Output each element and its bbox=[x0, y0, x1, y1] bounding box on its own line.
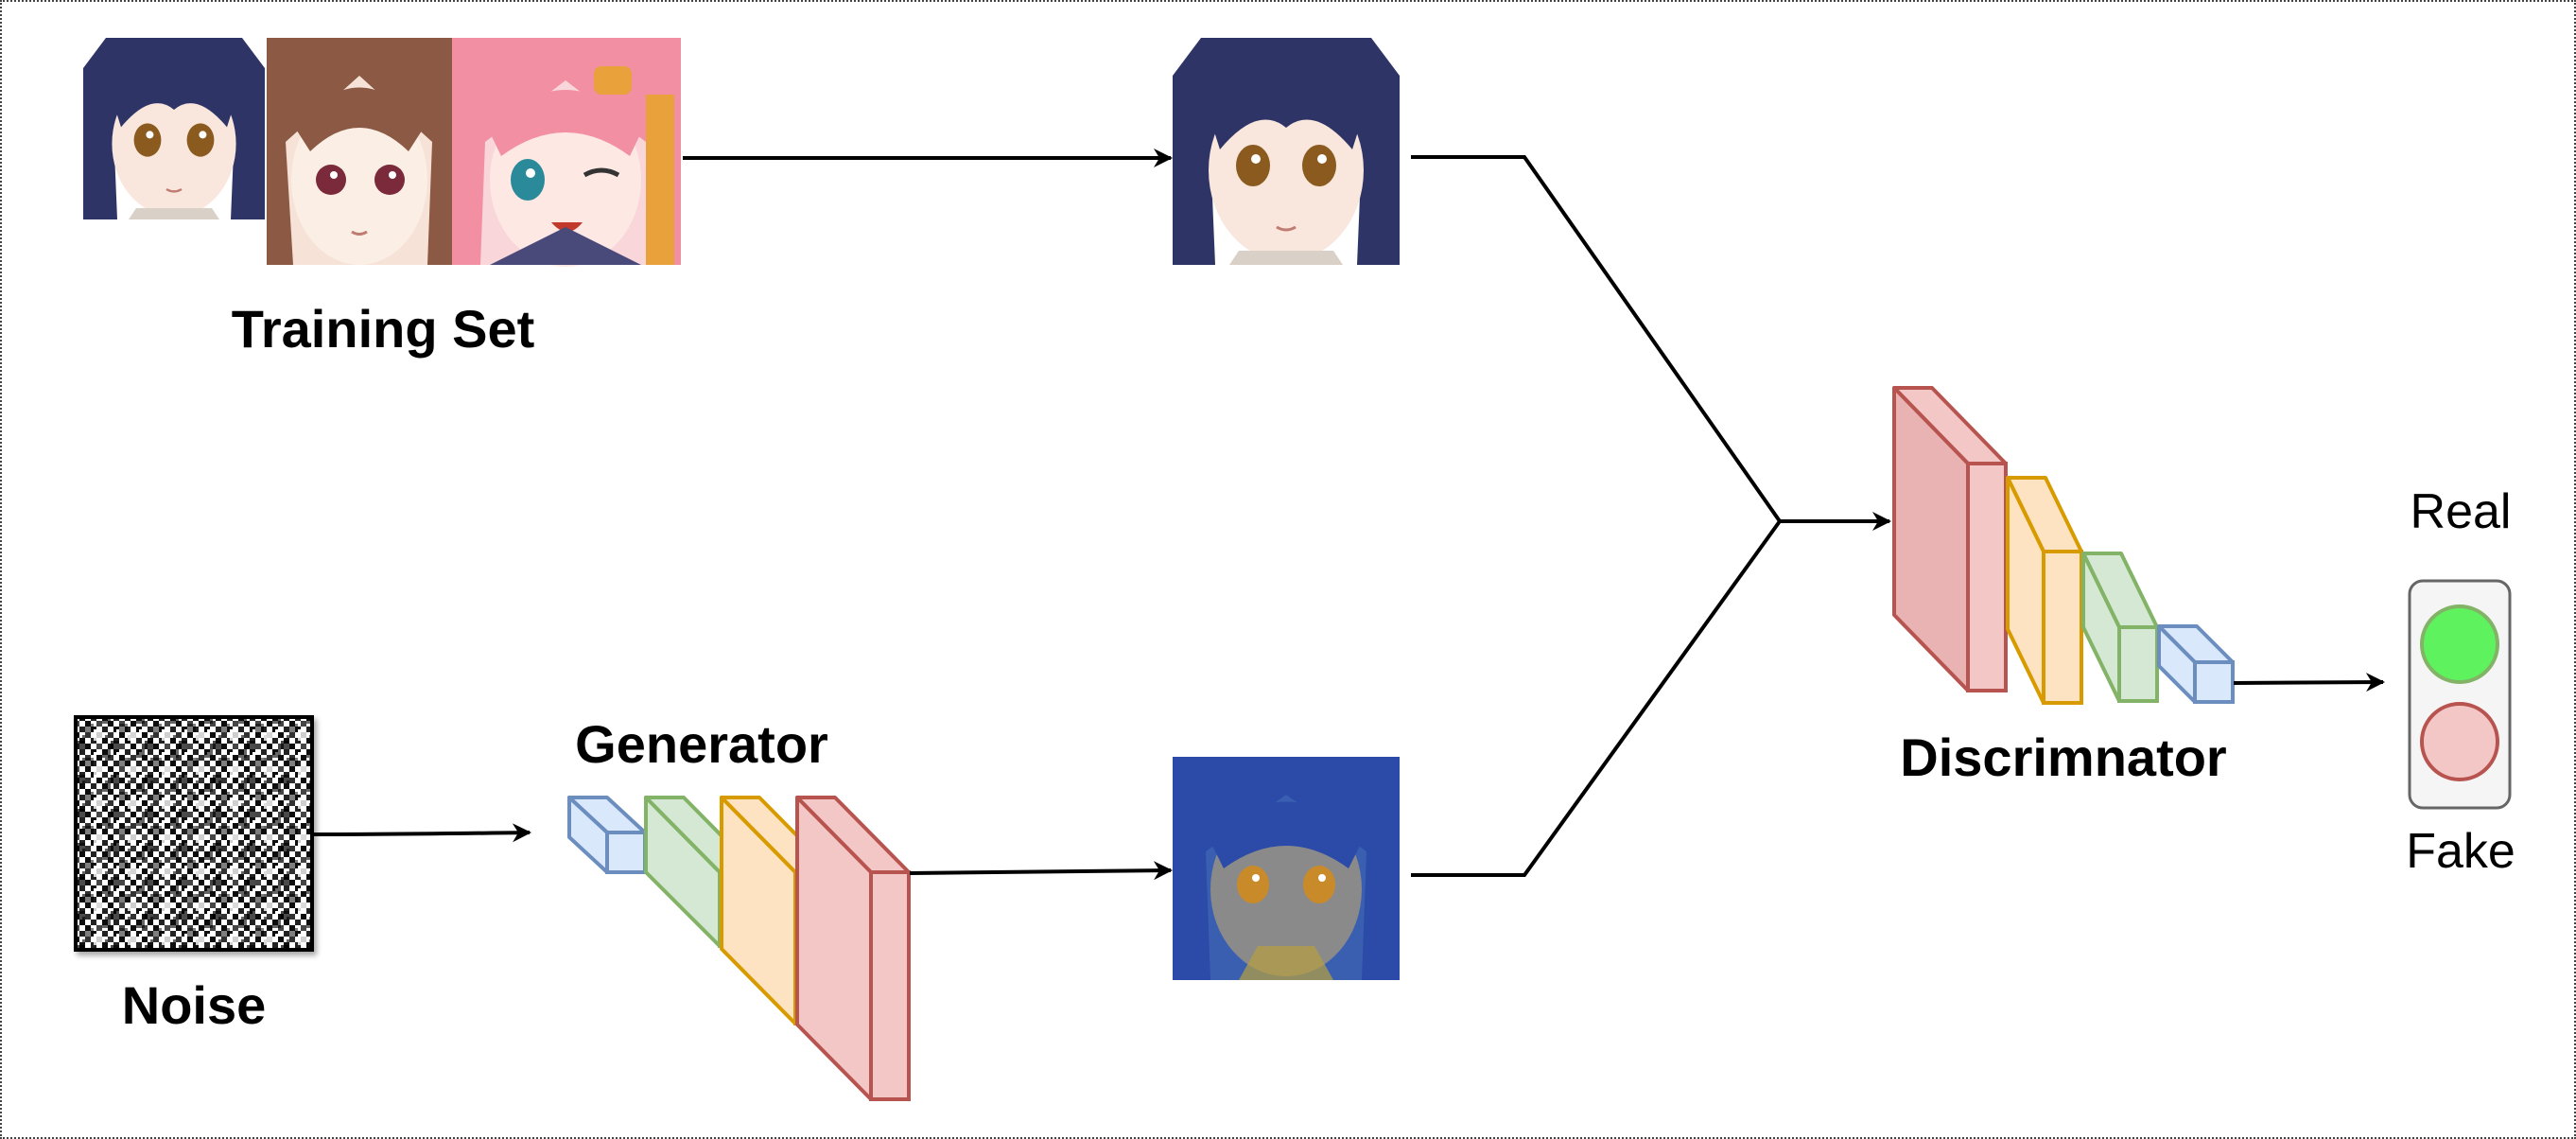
discriminator-layer-1 bbox=[1892, 386, 2008, 692]
connectors bbox=[313, 149, 2385, 881]
real-light bbox=[2420, 605, 2499, 684]
discriminator-network bbox=[1892, 386, 2235, 705]
arrow-discriminator-to-output bbox=[2233, 673, 2385, 692]
training-set-images bbox=[81, 36, 681, 267]
real-label: Real bbox=[2411, 484, 2512, 539]
arrow-noise-to-generator bbox=[313, 823, 531, 843]
noise-label: Noise bbox=[122, 975, 267, 1035]
generator-layer-4 bbox=[795, 796, 911, 1101]
discriminator-layer-2 bbox=[2006, 476, 2083, 705]
noise-image bbox=[74, 715, 314, 952]
training-set-label: Training Set bbox=[232, 299, 535, 359]
fake-light bbox=[2420, 702, 2499, 781]
fake-label: Fake bbox=[2406, 824, 2515, 879]
training-face-1 bbox=[81, 36, 267, 221]
real-sample-image bbox=[1171, 36, 1401, 267]
generator-layer-1 bbox=[567, 796, 647, 874]
generated-sample-image bbox=[1173, 757, 1400, 980]
arrow-generator-to-fake bbox=[909, 861, 1173, 881]
discriminator-layer-3 bbox=[2081, 552, 2159, 703]
line-fake-to-junction bbox=[1411, 519, 1782, 877]
generator-label: Generator bbox=[575, 714, 828, 774]
generator-network bbox=[567, 796, 911, 1101]
training-face-2 bbox=[267, 38, 452, 265]
line-real-to-junction bbox=[1411, 155, 1782, 523]
training-face-3 bbox=[452, 38, 681, 267]
discriminator-layer-4 bbox=[2157, 624, 2235, 704]
discriminator-label: Discrimnator bbox=[1900, 727, 2226, 787]
real-fake-indicator bbox=[2408, 579, 2512, 810]
